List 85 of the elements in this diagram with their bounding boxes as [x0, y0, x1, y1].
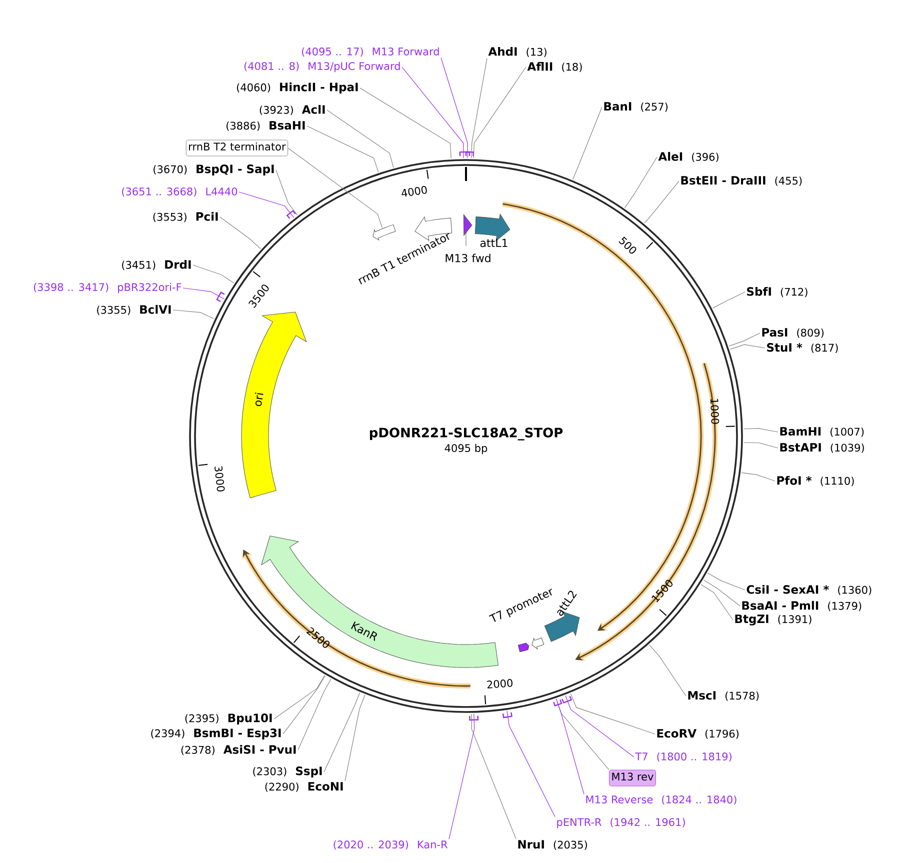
enzyme-site-label: AflII (18)	[527, 62, 582, 72]
leader-line	[728, 332, 760, 346]
enzyme-site-label: BstEII - DraIII (455)	[681, 176, 802, 186]
enzyme-site-label: NruI (2035)	[518, 840, 587, 850]
leader-line	[644, 180, 680, 224]
leader-line	[298, 678, 332, 750]
leader-line	[326, 110, 394, 168]
leader-line	[700, 584, 734, 620]
enzyme-site-label: (2290) EcoNI	[265, 782, 343, 792]
primer-label: (3398 .. 3417) pBR322ori-F	[34, 282, 182, 294]
leader-line	[570, 693, 656, 734]
plasmid-name: pDONR221-SLC18A2_STOP	[370, 428, 563, 440]
enzyme-site-label: StuI * (817)	[767, 343, 838, 353]
leader-line	[741, 472, 776, 482]
leader-line	[744, 442, 778, 448]
enzyme-site-label: (3355) BclVI	[97, 304, 171, 316]
primer-label: (4081 .. 8) M13/pUC Forward	[244, 62, 400, 72]
leader-line	[730, 344, 766, 350]
enzyme-site-label: (3451) DrdI	[122, 260, 191, 270]
leader-line	[471, 714, 516, 840]
leader-line	[712, 292, 746, 308]
enzyme-site-label: CsiI - SexAI * (1360)	[746, 584, 872, 596]
enzyme-site-label: EcoRV (1796)	[657, 729, 739, 739]
leader-line	[238, 192, 294, 218]
primer-label: (4095 .. 17) M13 Forward	[302, 47, 439, 57]
leader-line	[282, 675, 326, 734]
leader-line	[649, 644, 686, 696]
enzyme-site-label: (3886) BsaHI	[226, 121, 305, 131]
tick-label: 4000	[402, 186, 427, 197]
enzyme-site-label: BtgZI (1391)	[735, 614, 812, 626]
leader-line	[440, 58, 468, 158]
enzyme-site-label: SbfI (712)	[747, 286, 808, 298]
tick-label: 1000	[710, 398, 720, 424]
enzyme-site-label: PfoI * (1110)	[777, 476, 854, 486]
enzyme-site-label: (3670) BspQI - SapI	[154, 164, 274, 176]
plasmid-size: 4095 bp	[444, 444, 488, 454]
feature-label-box: M13 rev	[609, 770, 656, 786]
leader-line	[274, 675, 325, 720]
leader-line	[182, 288, 224, 300]
leader-line	[703, 580, 740, 606]
primer-label: (2020 .. 2039) Kan-R	[334, 840, 448, 850]
primer-label: T7 (1800 .. 1819)	[635, 752, 732, 762]
enzyme-site-label: BanI (257)	[604, 102, 668, 112]
leader-line	[708, 572, 746, 590]
enzyme-site-label: MscI (1578)	[688, 691, 759, 701]
terminator-symbol	[372, 224, 396, 240]
enzyme-site-label: PasI (809)	[762, 328, 824, 338]
enzyme-site-label: BstAPI (1039)	[780, 443, 864, 453]
enzyme-site-label: (2303) SspI	[253, 766, 322, 778]
enzyme-site-label: (2394) BsmBI - Esp3I	[151, 728, 281, 740]
leader-line	[172, 310, 214, 320]
enzyme-site-label: (4060) HincII - HpaI	[236, 82, 358, 94]
leader-line	[506, 710, 556, 818]
enzyme-site-label: BsaAI - PmlI (1379)	[742, 600, 862, 612]
leader-line	[344, 694, 366, 782]
feature-label-box: rrnB T2 terminator	[186, 140, 288, 156]
leader-line	[402, 66, 464, 158]
enzyme-site-label: (3923) AclI	[260, 104, 325, 116]
leader-line	[473, 66, 526, 158]
leader-line	[448, 714, 475, 840]
leader-line	[744, 428, 778, 432]
leader-line	[572, 106, 602, 180]
leader-line	[556, 698, 584, 794]
tick-label: 3000	[214, 466, 225, 492]
enzyme-site-label: AhdI (13)	[488, 46, 546, 58]
primer-label: pENTR-R (1942 .. 1961)	[557, 818, 685, 828]
leader-line	[276, 170, 298, 216]
leader-line	[565, 695, 634, 758]
enzyme-site-label: (2378) AsiSI - PvuI	[181, 744, 296, 756]
leader-line	[360, 88, 452, 159]
tick-label: 2000	[487, 679, 512, 688]
primer-label: (3651 .. 3668) L4440	[122, 187, 238, 197]
enzyme-site-label: (3553) PciI	[153, 212, 218, 222]
leader-line	[306, 126, 379, 172]
leader-line	[220, 216, 261, 250]
leader-line	[324, 692, 360, 772]
tick-label: 500	[618, 236, 636, 254]
leader-line	[288, 148, 382, 228]
enzyme-site-label: BamHI (1007)	[780, 427, 864, 437]
leader-line	[471, 58, 488, 158]
primer-label: M13 Reverse (1824 .. 1840)	[586, 795, 736, 805]
enzyme-site-label: AleI (396)	[658, 152, 718, 162]
leader-line	[624, 156, 658, 208]
enzyme-site-label: (2395) Bpu10I	[185, 714, 272, 724]
leader-line	[192, 264, 234, 284]
